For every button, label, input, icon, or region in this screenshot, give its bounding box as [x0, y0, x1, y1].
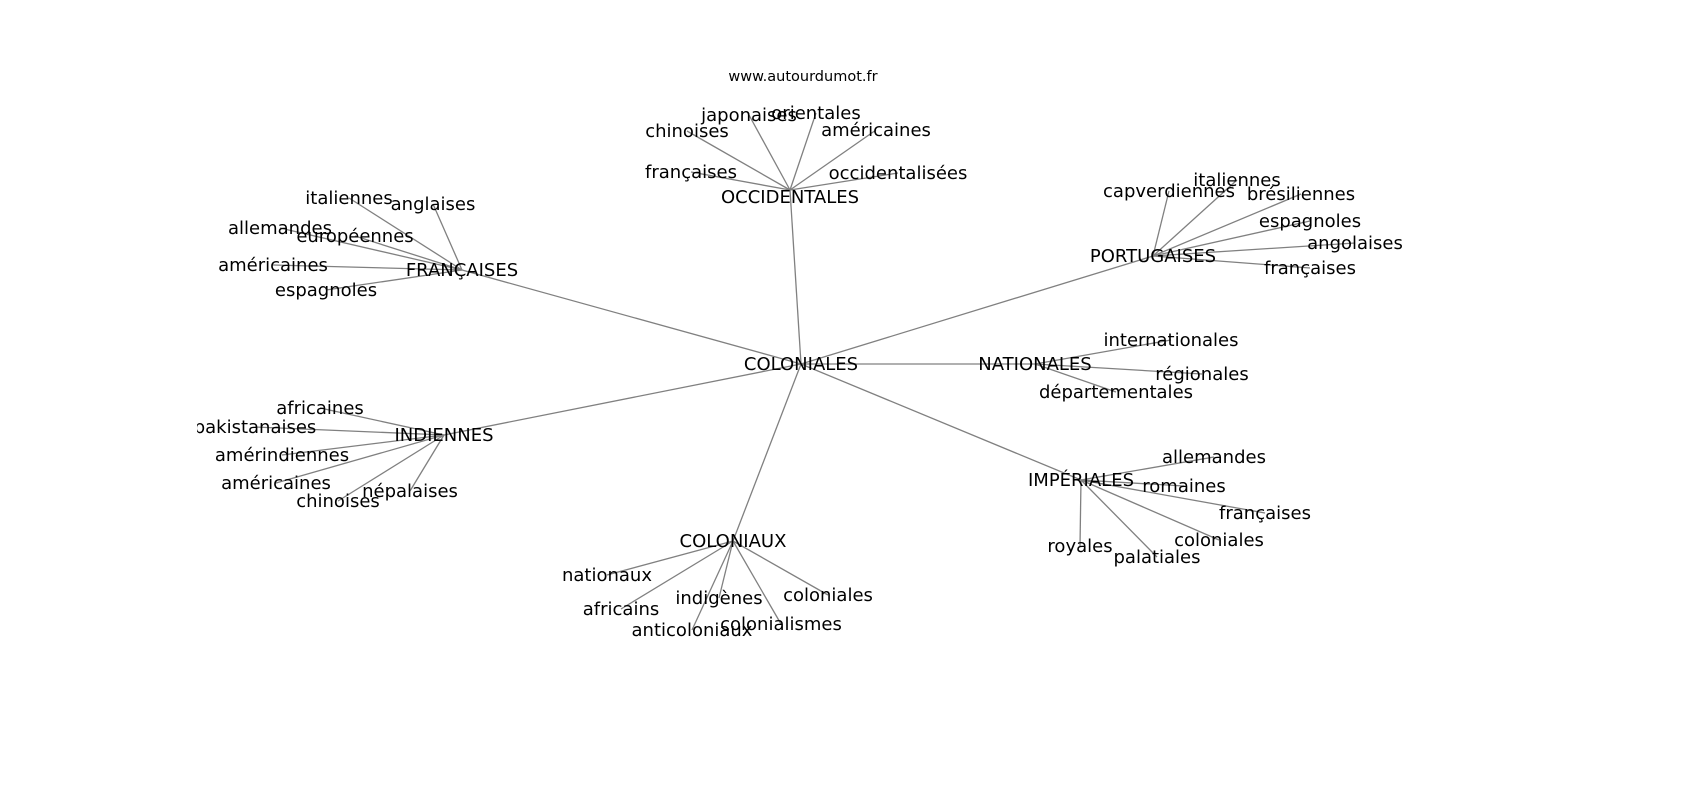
edge-hub-leaf: [1034, 363, 1117, 393]
leaf-node: italiennes: [1193, 170, 1280, 191]
edge-root-hub: [789, 189, 802, 365]
leaf-node: coloniales: [1174, 530, 1264, 551]
leaf-node: africains: [583, 599, 659, 620]
edge-hub-leaf: [1152, 255, 1311, 269]
leaf-node: américaines: [221, 473, 331, 494]
edge-hub-leaf: [606, 540, 734, 576]
root-node: COLONIALES: [744, 354, 858, 375]
leaf-node: espagnoles: [1259, 211, 1361, 232]
leaf-node: anticoloniaux: [632, 620, 753, 641]
leaf-node: chinoises: [296, 491, 380, 512]
leaf-node: allemandes: [1162, 447, 1266, 468]
leaf-node: européennes: [296, 226, 413, 247]
leaf-node: départementales: [1039, 382, 1193, 403]
leaf-node: nationaux: [562, 565, 652, 586]
edge-root-hub: [443, 363, 802, 436]
edge-hub-leaf: [337, 434, 445, 502]
site-title: www.autourdumot.fr: [728, 69, 877, 85]
leaf-node: palatiales: [1113, 547, 1200, 568]
edge-hub-leaf: [620, 540, 734, 610]
leaf-node: espagnoles: [275, 280, 377, 301]
edge-hub-leaf: [1152, 179, 1238, 257]
edge-hub-leaf: [1152, 190, 1170, 257]
edge-hub-leaf: [748, 114, 791, 191]
edge-hub-leaf: [272, 264, 463, 271]
edge-hub-leaf: [1034, 363, 1203, 375]
edge-hub-leaf: [732, 540, 829, 596]
edge-root-hub: [732, 363, 802, 542]
leaf-node: japonaises: [700, 105, 797, 126]
hub-node: COLONIAUX: [680, 531, 787, 552]
hub-node: IMPÉRIALES: [1028, 469, 1134, 491]
leaf-node: colonialismes: [720, 614, 842, 635]
edge-hub-leaf: [1080, 479, 1220, 541]
leaf-node: chinoises: [645, 121, 729, 142]
edge-hub-leaf: [281, 434, 445, 456]
leaf-node: françaises: [1219, 503, 1311, 524]
edge-hub-leaf: [690, 171, 791, 191]
edge-hub-leaf: [1152, 193, 1302, 257]
edge-hub-leaf: [686, 130, 791, 191]
leaf-node: angolaises: [1307, 233, 1403, 254]
leaf-node: amérindiennes: [215, 445, 349, 466]
leaf-node: allemandes: [228, 218, 332, 239]
leaf-node: royales: [1047, 536, 1112, 557]
edge-hub-leaf: [409, 434, 445, 492]
leaf-node: françaises: [645, 162, 737, 183]
hub-node: NATIONALES: [978, 354, 1091, 375]
edge-hub-leaf: [254, 426, 445, 436]
leaf-node: indigènes: [675, 588, 762, 609]
edge-hub-leaf: [354, 235, 463, 271]
edge-hub-leaf: [789, 172, 899, 191]
hub-node: FRANÇAISES: [406, 260, 518, 281]
edge-hub-leaf: [691, 540, 734, 631]
leaf-node: régionales: [1155, 364, 1248, 385]
edge-hub-leaf: [789, 129, 877, 191]
edge-hub-leaf: [1080, 479, 1266, 514]
edge-hub-leaf: [789, 112, 817, 191]
edge-hub-leaf: [1079, 479, 1082, 547]
leaf-node: capverdiennes: [1103, 181, 1235, 202]
edge-hub-leaf: [732, 540, 782, 625]
edge-hub-leaf: [1080, 479, 1185, 487]
leaf-node: américaines: [218, 255, 328, 276]
edge-hub-leaf: [432, 203, 463, 271]
hub-node: INDIENNES: [394, 425, 493, 446]
leaf-node: anglaises: [391, 194, 476, 215]
edge-hub-leaf: [325, 269, 463, 291]
leaf-node: coloniales: [783, 585, 873, 606]
hub-node: OCCIDENTALES: [721, 187, 859, 208]
edge-root-hub: [461, 269, 802, 365]
leaf-node: africaines: [276, 398, 364, 419]
edge-hub-leaf: [1080, 479, 1158, 558]
edge-root-hub: [800, 363, 1082, 481]
leaf-node: françaises: [1264, 258, 1356, 279]
leaf-node: américaines: [821, 120, 931, 141]
edge-hub-leaf: [348, 197, 463, 271]
edge-hub-leaf: [1080, 456, 1215, 481]
leaf-node: orientales: [771, 103, 860, 124]
leaf-node: italiennes: [305, 188, 392, 209]
edge-hub-leaf: [319, 407, 445, 436]
hub-node: PORTUGAISES: [1090, 246, 1216, 267]
edge-root-hub: [800, 255, 1154, 365]
leaf-node: brésiliennes: [1247, 184, 1355, 205]
edge-hub-leaf: [1152, 220, 1311, 257]
leaf-node: pakistanaises: [194, 417, 317, 438]
edge-hub-leaf: [1034, 339, 1172, 365]
edge-hub-leaf: [718, 540, 734, 599]
edge-hub-leaf: [1152, 242, 1356, 257]
leaf-node: internationales: [1103, 330, 1238, 351]
edge-hub-leaf: [279, 227, 463, 271]
edge-hub-leaf: [275, 434, 445, 484]
leaf-node: romaines: [1142, 476, 1225, 497]
leaf-node: occidentalisées: [829, 163, 968, 184]
leaf-node: népalaises: [362, 481, 458, 502]
